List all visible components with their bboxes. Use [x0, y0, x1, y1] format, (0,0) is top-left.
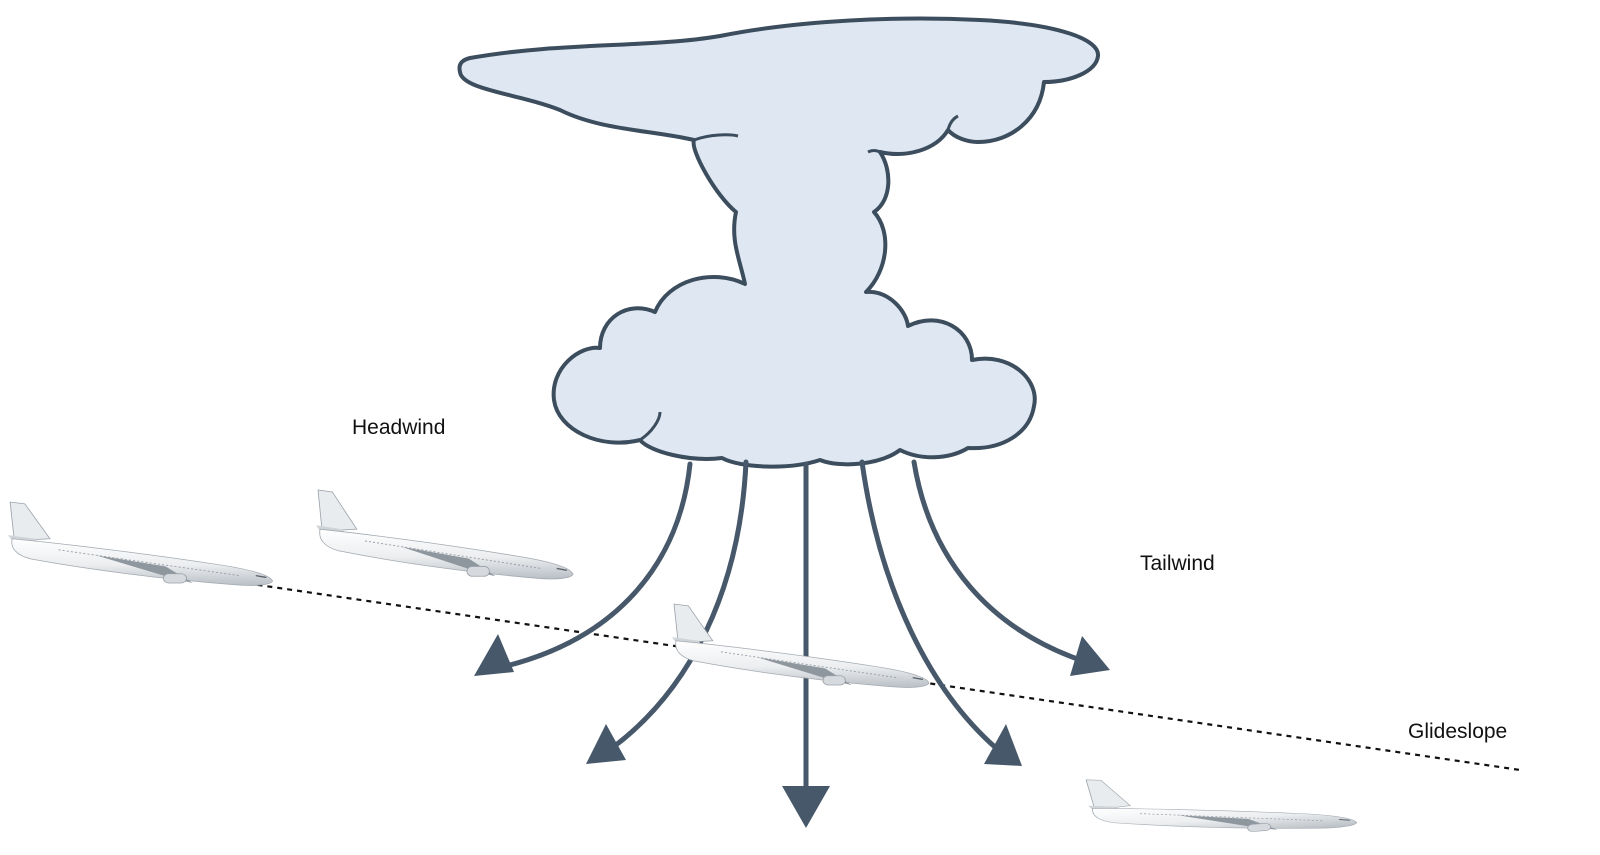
headwind-label: Headwind	[352, 416, 446, 439]
cumulonimbus-cloud-icon	[457, 16, 1100, 469]
airliner-icon	[315, 489, 574, 580]
tailwind-label: Tailwind	[1140, 552, 1215, 575]
arrowhead-tailwind	[1070, 636, 1110, 676]
glideslope-line	[19, 548, 1521, 772]
airliner-icon	[7, 501, 274, 587]
arrow-headwind-outflow	[495, 461, 693, 671]
arrow-tailwind-outflow	[911, 459, 1089, 665]
arrowhead-left	[586, 724, 626, 764]
arrowhead-headwind	[474, 634, 514, 676]
glideslope-label: Glideslope	[1408, 720, 1508, 743]
arrowhead-right	[984, 724, 1022, 766]
arrow-right-downflow	[859, 459, 999, 751]
arrowhead-center	[782, 786, 830, 828]
airliner-icon	[1083, 760, 1358, 846]
